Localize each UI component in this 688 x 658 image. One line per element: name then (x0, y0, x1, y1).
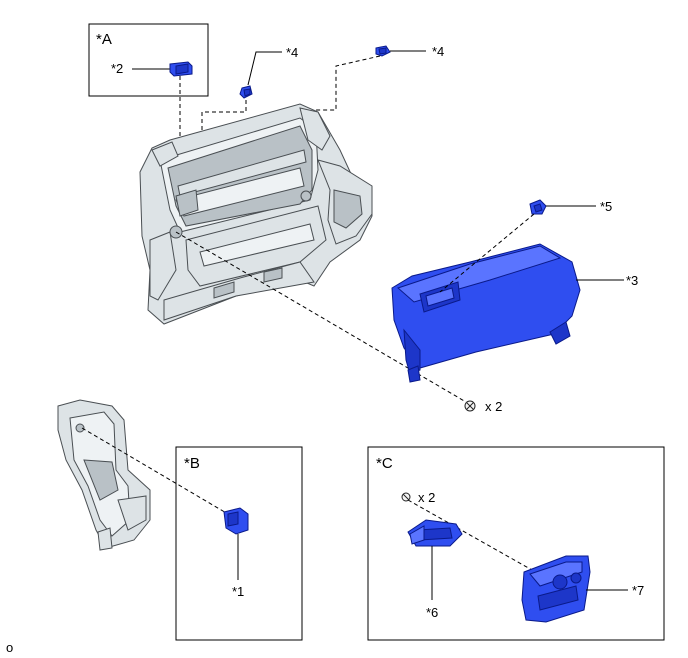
clip-quantity: x 2 (418, 490, 435, 505)
detail-box-c (367, 446, 665, 641)
part-3-glove-box-door (391, 243, 581, 383)
callout-4-left: *4 (286, 45, 298, 60)
screw-icon (464, 400, 476, 412)
part-6-bracket-icon (407, 519, 463, 547)
callout-1: *1 (232, 584, 244, 599)
part-4-clip-right-icon (375, 45, 391, 57)
callout-4-right: *4 (432, 44, 444, 59)
callout-2: *2 (111, 61, 123, 76)
callout-6: *6 (426, 605, 438, 620)
part-1-switch-icon (223, 507, 249, 535)
detail-label-b: *B (184, 455, 200, 472)
callout-7: *7 (632, 583, 644, 598)
screw-quantity: x 2 (485, 399, 502, 414)
glove-box-housing (139, 103, 373, 325)
part-5-clip-icon (529, 199, 547, 215)
clip-screw-icon (401, 492, 411, 502)
callout-5: *5 (600, 199, 612, 214)
part-7-panel-icon (521, 555, 591, 623)
part-4-clip-left-icon (239, 85, 253, 99)
callout-3: *3 (626, 273, 638, 288)
corner-mark: o (6, 640, 13, 655)
detail-box-a (88, 23, 209, 97)
detail-label-a: *A (96, 31, 112, 48)
detail-label-c: *C (376, 455, 393, 472)
detail-box-b (175, 446, 303, 641)
side-bracket (57, 399, 151, 551)
part-2-clip-icon (169, 61, 193, 77)
